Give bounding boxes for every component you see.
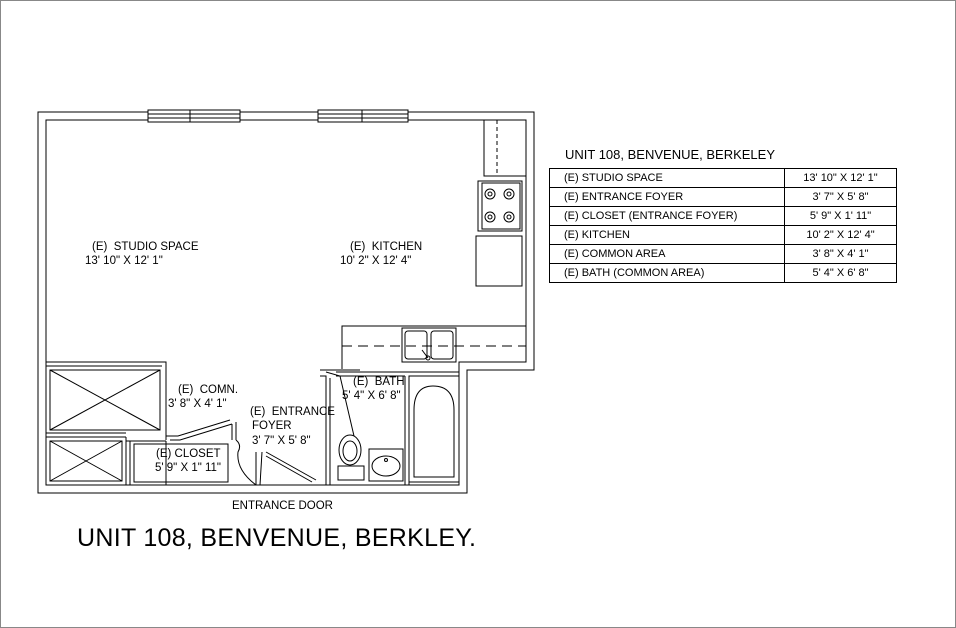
bath-dim: 5' 4" X 6' 8"	[342, 390, 401, 402]
stove-icon	[477, 180, 523, 232]
window-left	[147, 109, 241, 123]
foyer-label: (E) ENTRANCE	[250, 406, 335, 418]
common-label: (E) COMN.	[178, 384, 239, 396]
drawing-title: UNIT 108, BENVENUE, BERKLEY.	[77, 524, 477, 552]
foyer-dim: 3' 7" X 5' 8"	[252, 435, 311, 447]
schedule-title: UNIT 108, BENVENUE, BERKELEY	[565, 147, 776, 162]
closet-box-lower	[49, 440, 123, 482]
toilet-icon	[337, 434, 365, 481]
kitchen-label: (E) KITCHEN	[350, 241, 423, 253]
refrigerator-icon	[475, 235, 523, 287]
schedule-room-dimensions: 5' 4" X 6' 8"	[784, 263, 897, 283]
schedule-room-name: (E) ENTRANCE FOYER	[549, 187, 785, 207]
lavatory-icon	[368, 448, 404, 482]
bath-label: (E) BATH	[353, 376, 405, 388]
bathtub-icon	[408, 375, 460, 483]
upper-cabinet	[483, 119, 527, 177]
schedule-room-dimensions: 3' 7" X 5' 8"	[784, 187, 897, 207]
schedule-room-dimensions: 3' 8" X 4' 1"	[784, 244, 897, 264]
schedule-room-dimensions: 10' 2" X 12' 4"	[784, 225, 897, 245]
kitchen-dim: 10' 2" X 12' 4"	[340, 255, 412, 267]
schedule-room-name: (E) KITCHEN	[549, 225, 785, 245]
schedule-room-name: (E) COMMON AREA	[549, 244, 785, 264]
studio-dim: 13' 10" X 12' 1"	[85, 255, 163, 267]
closet-shelf	[133, 443, 229, 483]
closet-label: (E) CLOSET	[156, 448, 221, 460]
schedule-room-name: (E) BATH (COMMON AREA)	[549, 263, 785, 283]
schedule-room-dimensions: 5' 9" X 1' 11"	[784, 206, 897, 226]
table-row: (E) CLOSET (ENTRANCE FOYER)5' 9" X 1' 11…	[549, 206, 897, 226]
sink-icon	[401, 327, 457, 363]
closet-dim: 5' 9" X 1" 11"	[155, 462, 222, 474]
schedule-room-name: (E) CLOSET (ENTRANCE FOYER)	[549, 206, 785, 226]
common-dim: 3' 8" X 4' 1"	[168, 398, 227, 410]
window-right	[317, 109, 409, 123]
entrance-door-label: ENTRANCE DOOR	[232, 500, 333, 512]
schedule-room-dimensions: 13' 10" X 12' 1"	[784, 168, 897, 188]
foyer-label-2: FOYER	[252, 420, 292, 432]
schedule-room-name: (E) STUDIO SPACE	[549, 168, 785, 188]
counter	[341, 325, 526, 369]
table-row: (E) BATH (COMMON AREA)5' 4" X 6' 8"	[549, 263, 897, 283]
entrance-door	[235, 439, 317, 486]
studio-label: (E) STUDIO SPACE	[92, 241, 199, 253]
closet-box-upper	[49, 369, 161, 431]
